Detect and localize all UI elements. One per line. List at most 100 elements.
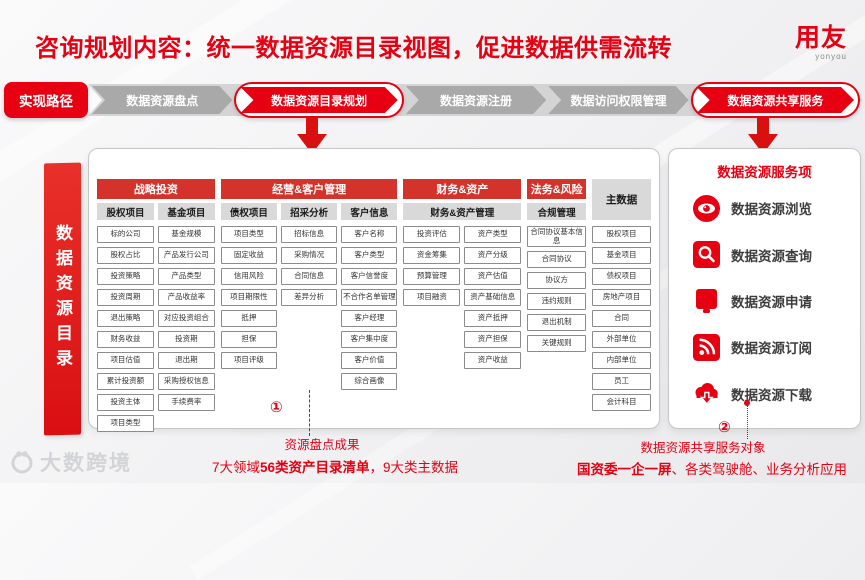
- catalog-subheaders: 财务&资产管理: [403, 203, 522, 220]
- note1-detail: 7大领域56类资产目录清单，9大类主数据: [175, 456, 495, 476]
- catalog-item: 项目融资: [403, 289, 461, 306]
- catalog-item: 资产类型: [464, 226, 522, 243]
- watermark-logo: [11, 451, 33, 474]
- note2-detail: 国资委一企一屏、各类驾驶舱、业务分析应用: [562, 458, 862, 478]
- flow-step-label: 数据资源注册: [406, 86, 546, 114]
- catalog-column: 客户名称客户类型客户信誉度不合作名单管理客户经理客户集中度客户价值综合画像: [341, 226, 398, 390]
- catalog-item: 基金项目: [592, 247, 652, 264]
- service-item-search: 数据资源查询: [693, 241, 860, 269]
- catalog-column: 项目类型固定收益信用风险项目期限性抵押担保项目评级: [220, 226, 277, 390]
- catalog-group-3: 法务&风险合规管理合同协议基本信息合同协议协议方违约规则退出机制关键规则: [527, 179, 587, 353]
- service-item-apply: 数据资源申请: [693, 287, 860, 314]
- catalog-item: 采购情况: [281, 247, 338, 264]
- note1-dashed-line: [309, 390, 310, 436]
- catalog-item: 股权占比: [97, 247, 154, 264]
- catalog-item: 产品收益率: [157, 289, 215, 306]
- catalog-subheader: 股权项目: [97, 203, 154, 220]
- catalog-item: 客户类型: [341, 247, 398, 264]
- catalog-item: 综合画像: [341, 373, 398, 390]
- catalog-item: 违约规则: [527, 293, 587, 311]
- catalog-item: 投资策略: [97, 268, 154, 285]
- catalog-item: 合同协议: [527, 251, 587, 269]
- catalog-item: 退出机制: [527, 314, 587, 332]
- catalog-subheaders: 债权项目招采分析客户信息: [220, 203, 398, 220]
- catalog-group-header: 主数据: [592, 179, 652, 220]
- catalog-columns: 合同协议基本信息合同协议协议方违约规则退出机制关键规则: [527, 226, 587, 353]
- catalog-item: 外部单位: [592, 331, 652, 348]
- note2-dot: [744, 400, 750, 406]
- catalog-item: 合同信息: [281, 268, 338, 285]
- catalog-columns: 投资评估资金筹集预算管理项目融资资产类型资产分级资产估值资产基础信息资产抵押资产…: [403, 226, 522, 369]
- watermark-text: 大数跨境: [40, 452, 132, 475]
- catalog-column: 合同协议基本信息合同协议协议方违约规则退出机制关键规则: [527, 226, 587, 353]
- catalog-item: 资金筹集: [403, 247, 461, 264]
- catalog-group-2: 财务&资产财务&资产管理投资评估资金筹集预算管理项目融资资产类型资产分级资产估值…: [403, 179, 522, 369]
- catalog-group-header: 战略投资: [97, 179, 215, 199]
- catalog-item: 项目类型: [220, 226, 277, 243]
- logo-text: 用友: [794, 24, 847, 52]
- page-title: 咨询规划内容：统一数据资源目录视图，促进数据供需流转: [35, 35, 672, 62]
- flow-start-label: 实现路径: [4, 82, 88, 118]
- rss-icon: [693, 333, 720, 361]
- catalog-subheaders: 股权项目基金项目: [97, 203, 215, 220]
- service-label: 数据资源浏览: [731, 202, 812, 218]
- catalog-item: 不合作名单管理: [341, 289, 398, 306]
- catalog-item: 债权项目: [592, 268, 652, 285]
- catalog-group-0: 战略投资股权项目基金项目标的公司股权占比投资策略投资周期退出策略财务收益项目估值…: [97, 179, 215, 432]
- service-item-cloud-download: 数据资源下载: [693, 380, 860, 407]
- service-item-eye: 数据资源浏览: [693, 194, 860, 222]
- catalog: 战略投资股权项目基金项目标的公司股权占比投资策略投资周期退出策略财务收益项目估值…: [97, 179, 652, 432]
- catalog-subheaders: 合规管理: [527, 203, 587, 220]
- note1-caption: 资源盘点成果: [284, 438, 360, 452]
- catalog-item: 客户名称: [341, 226, 398, 243]
- catalog-column: 投资评估资金筹集预算管理项目融资: [403, 226, 461, 369]
- services-panel: 数据资源服务项 数据资源浏览数据资源查询数据资源申请数据资源订阅数据资源下载: [668, 148, 861, 429]
- catalog-item: 项目评级: [220, 352, 277, 369]
- catalog-item: 手续费率: [157, 394, 215, 411]
- catalog-item: 资产估值: [464, 268, 522, 285]
- search-icon: [693, 241, 720, 269]
- catalog-item: 客户价值: [341, 352, 398, 369]
- catalog-group-header: 财务&资产: [403, 179, 522, 199]
- catalog-item: 资产分级: [464, 247, 522, 264]
- flow-step-0: 数据资源盘点: [92, 86, 232, 114]
- note2-number: ②: [718, 419, 731, 436]
- service-label: 数据资源申请: [731, 294, 812, 310]
- catalog-item: 客户集中度: [341, 331, 398, 348]
- catalog-item: 协议方: [527, 272, 587, 290]
- eye-icon: [693, 194, 720, 222]
- catalog-columns: 股权项目基金项目债权项目房地产项目合同外部单位内部单位员工会计科目: [592, 226, 652, 411]
- note2-caption: 数据资源共享服务对象: [640, 441, 766, 455]
- apply-icon: [693, 287, 720, 314]
- catalog-column: 股权项目基金项目债权项目房地产项目合同外部单位内部单位员工会计科目: [592, 226, 652, 411]
- service-label: 数据资源查询: [731, 248, 812, 264]
- catalog-item: 累计投资额: [97, 373, 154, 390]
- left-ribbon: 数据资源目录: [44, 162, 81, 436]
- catalog-subheader: 合规管理: [527, 203, 587, 220]
- catalog-column: 资产类型资产分级资产估值资产基础信息资产抵押资产担保资产收益: [464, 226, 522, 369]
- catalog-item: 预算管理: [403, 268, 461, 285]
- catalog-subheader: 基金项目: [157, 203, 215, 220]
- service-label: 数据资源订阅: [731, 341, 812, 357]
- note1-detail-bold: 56类资产目录清单: [259, 460, 370, 475]
- catalog-item: 投资主体: [97, 394, 154, 411]
- catalog-item: 固定收益: [220, 247, 277, 264]
- flow-step-label: 数据资源盘点: [92, 86, 232, 114]
- catalog-item: 标的公司: [97, 226, 154, 243]
- catalog-item: 担保: [220, 331, 277, 348]
- service-label: 数据资源下载: [731, 387, 812, 403]
- catalog-item: 投资期: [157, 331, 215, 348]
- catalog-item: 采购授权信息: [157, 373, 215, 390]
- note2-detail-post: 、各类驾驶舱、业务分析应用: [671, 462, 848, 477]
- note2-dotted-line: [747, 406, 748, 439]
- catalog-item: 资产基础信息: [464, 289, 522, 306]
- catalog-item: 员工: [592, 373, 652, 390]
- catalog-item: 基金规模: [157, 226, 215, 243]
- catalog-column: 基金规模产品发行公司产品类型产品收益率对应投资组合投资期退出期采购授权信息手续费…: [157, 226, 215, 432]
- catalog-item: 股权项目: [592, 226, 652, 243]
- cloud-download-icon: [693, 380, 720, 407]
- catalog-item: 合同协议基本信息: [527, 226, 587, 248]
- note2-detail-bold: 国资委一企一屏: [577, 462, 672, 477]
- flow-step-1: 数据资源目录规划: [234, 82, 404, 118]
- flow-step-label: 数据访问权限管理: [548, 86, 688, 114]
